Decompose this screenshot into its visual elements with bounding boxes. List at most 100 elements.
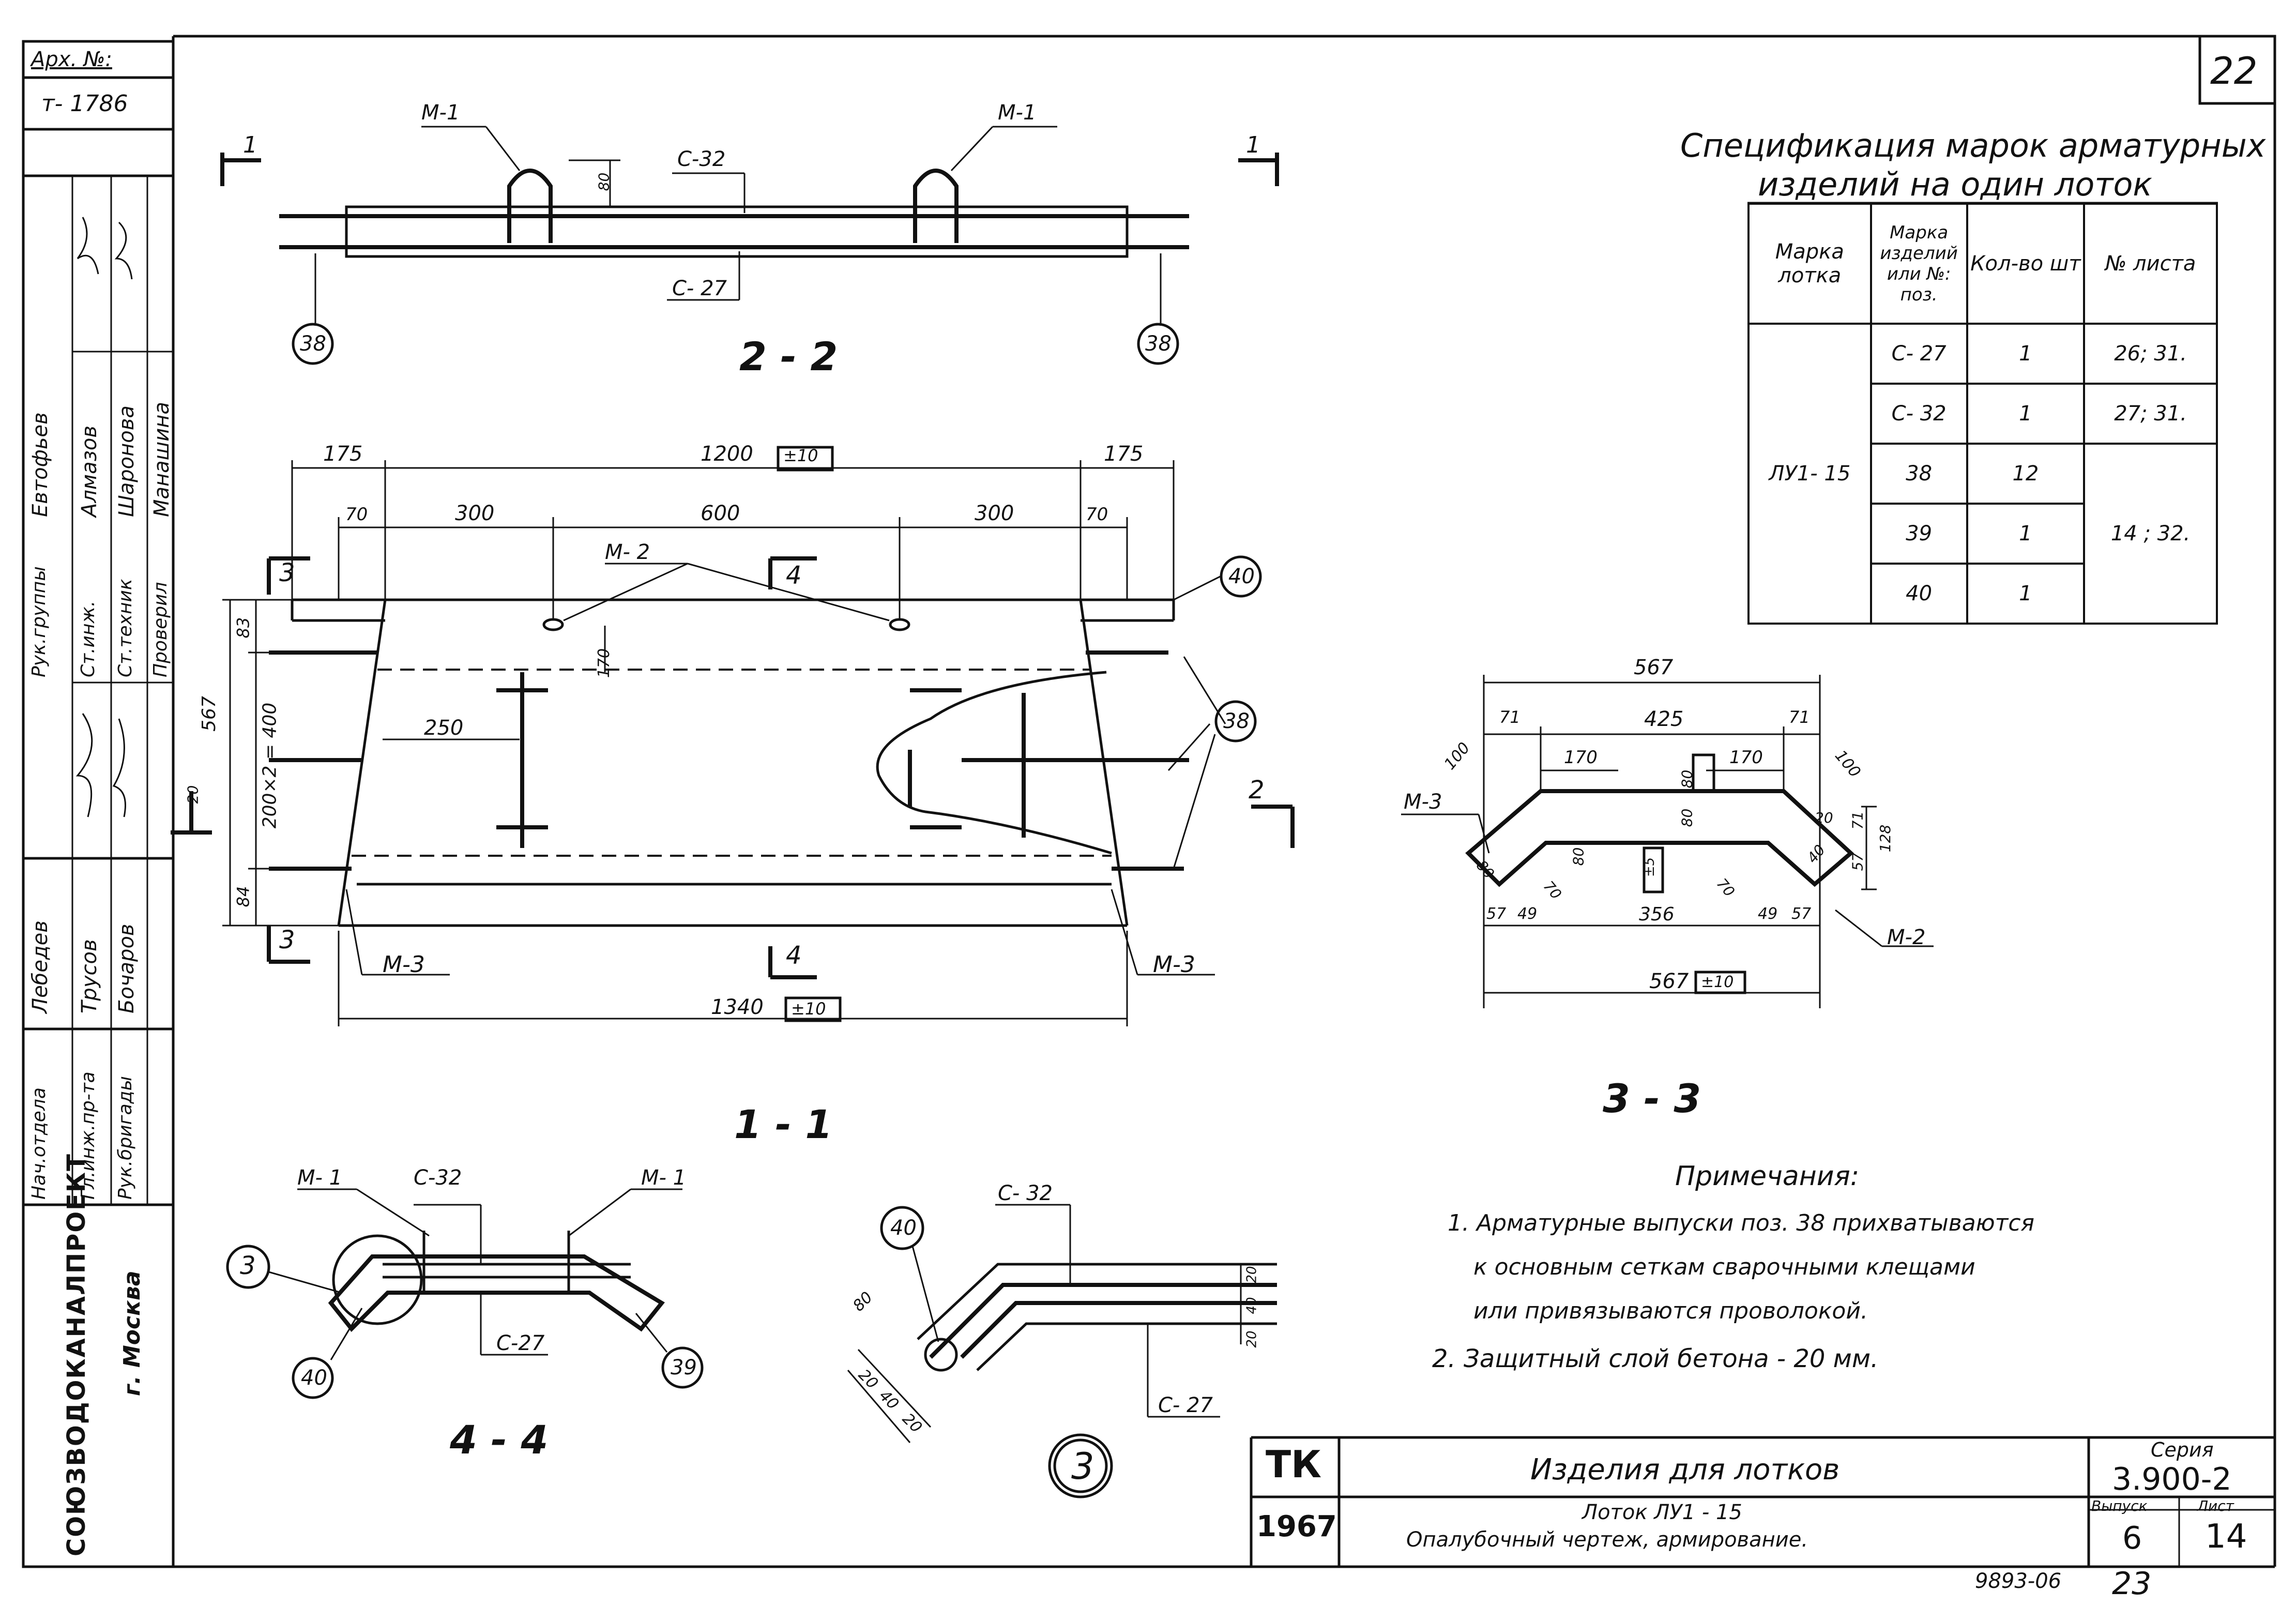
dim-84: 84: [233, 886, 253, 907]
label-3: 3: [240, 1251, 256, 1280]
label-40: 40: [1228, 565, 1255, 588]
dim-71: 71: [1849, 811, 1866, 830]
label-m1: М-1: [421, 101, 460, 125]
dim-20: 20: [1815, 809, 1833, 826]
label-m3: М-3: [383, 951, 425, 978]
label-38: 38: [300, 332, 326, 356]
stamp-role: Ст.техник: [115, 579, 136, 677]
label-c32: С- 32: [998, 1181, 1053, 1205]
label-c32: С-32: [677, 147, 726, 171]
spec-sheet-cell: 27; 31.: [2083, 383, 2218, 445]
dim-80: 80: [595, 172, 613, 191]
tb-sheet: 14: [2205, 1518, 2247, 1556]
spec-qty-cell: 1: [1966, 563, 2086, 625]
table-row: ЛУ1- 15 С- 27 1 26; 31.: [1747, 323, 2218, 625]
stamp-role: Нач.отдела: [28, 1087, 50, 1200]
tb-subtitle1: Лоток ЛУ1 - 15: [1582, 1501, 1742, 1524]
dim-71: 71: [1789, 707, 1810, 727]
dim-tol: ±10: [783, 446, 818, 465]
detail-title-3: 3: [1071, 1445, 1094, 1488]
note-line: или привязываются проволокой.: [1473, 1298, 1868, 1324]
dim-40: 40: [1244, 1297, 1260, 1314]
org-name: СОЮЗВОДОКАНАЛПРОЕКТ: [62, 1153, 91, 1556]
archive-label: Арх. №:: [31, 48, 112, 71]
note-line: 2. Защитный слой бетона - 20 мм.: [1432, 1344, 1879, 1373]
spec-mark-cell: С- 32: [1869, 383, 1968, 445]
org-city: г. Москва: [119, 1270, 145, 1396]
spec-mark-cell: С- 27: [1869, 323, 1968, 385]
dim-175: 175: [323, 442, 363, 466]
label-c27: С-27: [496, 1331, 545, 1355]
section-mark-4: 4: [786, 561, 802, 590]
signature: [114, 221, 133, 280]
label-m2: М- 2: [605, 540, 650, 564]
stamp-name: Трусов: [78, 939, 101, 1013]
note-line: к основным сеткам сварочными клещами: [1473, 1254, 1975, 1280]
spec-title-line1: Спецификация марок арматурных: [1680, 127, 2266, 164]
detail-3: [847, 1204, 1277, 1498]
label-38: 38: [1145, 332, 1172, 356]
section-mark-1: 1: [1246, 132, 1260, 158]
tb-series: 3.900-2: [2112, 1461, 2232, 1497]
tb-issue-label: Выпуск: [2091, 1497, 2148, 1514]
view-title-2-2: 2 - 2: [739, 334, 838, 380]
spec-mark-cell: 40: [1869, 563, 1968, 625]
dim-567: 567: [198, 696, 220, 732]
dim-300: 300: [455, 502, 495, 525]
title-block: [1250, 1436, 2275, 1567]
archive-number: т- 1786: [41, 90, 128, 117]
label-m1: М-1: [998, 101, 1037, 125]
dim-80: 80: [1570, 847, 1587, 866]
spec-qty-cell: 12: [1966, 443, 2086, 505]
section-mark-3: 3: [279, 558, 295, 587]
notes-title: Примечания:: [1675, 1161, 1860, 1192]
view-title-3-3: 3 - 3: [1603, 1075, 1701, 1122]
view-title-1-1: 1 - 1: [734, 1101, 833, 1147]
dim-425: 425: [1644, 707, 1684, 731]
table-row: 38 12 14 ; 32.: [1748, 443, 2218, 625]
dim-49: 49: [1758, 905, 1778, 923]
tb-page-num: 23: [2112, 1566, 2152, 1602]
dim-80: 80: [1678, 808, 1696, 827]
label-c32: С-32: [414, 1166, 462, 1190]
spec-title-line2: изделий на один лоток: [1758, 165, 2152, 203]
label-c27: С- 27: [1158, 1393, 1213, 1417]
dim-356: 356: [1639, 904, 1675, 925]
spec-header-cell: Марка лотка: [1747, 203, 1872, 325]
dim-600: 600: [701, 502, 740, 525]
tb-series-label: Серия: [2151, 1438, 2214, 1461]
dim-200x2: 200×2 = 400: [259, 702, 281, 829]
stamp-name: Шаронова: [115, 405, 139, 517]
dim-250: 250: [424, 716, 464, 740]
signature: [112, 718, 126, 817]
label-m3: М-3: [1153, 951, 1195, 978]
spec-header-row: Марка лотка Марка изделий или №: поз. Ко…: [1747, 203, 2218, 325]
label-39: 39: [671, 1356, 697, 1380]
spec-sheet-cell: 14 ; 32.: [2083, 443, 2218, 625]
dim-567: 567: [1649, 969, 1689, 993]
dim-567: 567: [1634, 656, 1674, 679]
dim-20: 20: [184, 785, 202, 804]
corner-number-box: [2198, 35, 2276, 105]
view-3-3: [1401, 675, 1934, 1008]
dim-tol: ±10: [1701, 973, 1734, 991]
dim-175: 175: [1104, 442, 1144, 466]
stamp-role: Рук.бригады: [115, 1076, 136, 1200]
stamp-name: Бочаров: [115, 923, 139, 1014]
spec-header-cell: Марка изделий или №: поз.: [1869, 203, 1968, 325]
table-row: 40 1: [1748, 563, 2217, 625]
label-40: 40: [301, 1366, 327, 1390]
dim-71: 71: [1499, 707, 1520, 727]
spec-header-cell: Кол-во шт: [1966, 203, 2086, 325]
dim-20: 20: [1244, 1266, 1260, 1283]
dim-49: 49: [1517, 905, 1538, 923]
tb-issue: 6: [2122, 1520, 2142, 1556]
label-40: 40: [890, 1216, 917, 1240]
tb-tk: ТК: [1266, 1443, 1321, 1486]
table-row: С- 32 1 27; 31.: [1748, 383, 2218, 445]
view-2-2: [220, 126, 1279, 365]
signature: [77, 217, 99, 275]
spec-mark-cell: 39: [1869, 503, 1968, 565]
table-row: 39 1: [1748, 503, 2217, 565]
spec-qty-cell: 1: [1966, 383, 2086, 445]
